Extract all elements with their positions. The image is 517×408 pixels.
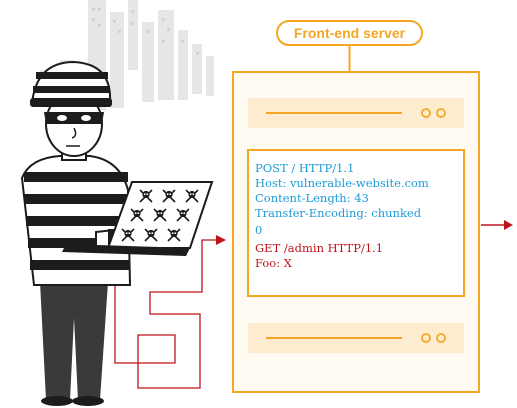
request-line: POST / HTTP/1.1	[255, 161, 354, 175]
http-request: POST / HTTP/1.1 Host: vulnerable-website…	[255, 161, 429, 270]
eye-mask	[44, 112, 104, 124]
arrow-right-icon	[216, 235, 226, 245]
smuggled-line: Foo: X	[255, 256, 293, 270]
server-label: Front-end server	[294, 25, 406, 41]
request-panel	[247, 149, 465, 297]
hacker-figure	[20, 60, 165, 406]
status-dots-icon	[421, 333, 446, 343]
hacker-legs	[40, 282, 108, 400]
request-line: Content-Length: 43	[255, 191, 369, 205]
request-flow-line	[114, 239, 218, 389]
beanie-stripes	[33, 72, 110, 93]
request-line: Transfer-Encoding: chunked	[255, 206, 422, 220]
status-dots-icon	[421, 108, 446, 118]
arrow-right-icon	[481, 220, 513, 230]
chunk-terminator: 0	[255, 223, 262, 237]
city-window-dots	[92, 8, 199, 55]
smuggled-line: GET /admin HTTP/1.1	[255, 241, 383, 255]
front-end-server: Front-end server	[232, 20, 480, 393]
shirt-stripes	[24, 172, 130, 270]
request-line: Host: vulnerable-website.com	[255, 176, 429, 190]
laptop-base	[62, 244, 190, 256]
